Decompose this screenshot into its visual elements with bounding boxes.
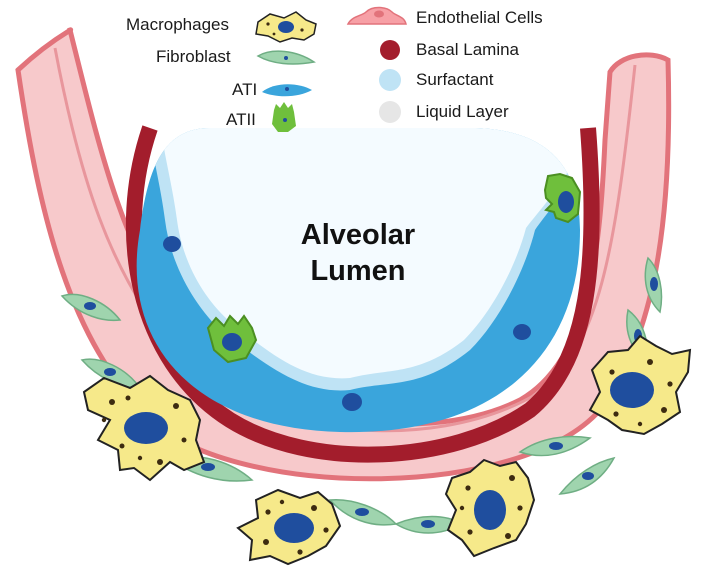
lumen-label-line1: Alveolar [300,219,416,251]
liquid-layer [160,128,570,379]
fibroblast-cell [60,293,122,322]
legend-label-macrophages: Macrophages [126,15,230,34]
surfactant-icon [379,69,401,91]
legend-label-surfactant: Surfactant [416,70,494,89]
atii-cell [206,314,258,364]
legend-label-basal-lamina: Basal Lamina [416,40,520,59]
atii-cell [543,172,582,224]
fibroblast-cell [644,256,663,314]
basal-lamina-icon [380,40,400,60]
legend-icons [255,6,407,132]
macrophage-cell [236,488,342,566]
ati-nucleus [163,236,181,252]
legend-label-fibroblast: Fibroblast [156,47,231,66]
fibroblast-cell [518,435,592,457]
atii-icon [272,102,296,132]
fibroblast-icon [256,50,316,65]
liquid-layer-icon [379,101,401,123]
macrophage-cell [82,374,206,482]
fibroblast-cell [558,456,616,495]
macrophage-cell [588,334,692,436]
fibroblast-cell [328,499,398,526]
macrophages [82,334,692,566]
legend-label-ati: ATI [232,80,258,99]
ati-nucleus [342,393,362,411]
ati-nucleus [513,324,531,340]
macrophage-icon [255,11,317,43]
ati-nuclei [163,236,531,411]
endothelial-icon [346,6,407,25]
lumen-label-line2: Lumen [310,255,406,287]
legend-label-atii: ATII [226,110,256,129]
legend-label-liquid-layer: Liquid Layer [416,102,509,121]
ati-icon [262,84,312,97]
fibroblasts [60,256,663,534]
legend-label-endothelial: Endothelial Cells [416,8,543,27]
macrophage-cell [444,458,536,558]
